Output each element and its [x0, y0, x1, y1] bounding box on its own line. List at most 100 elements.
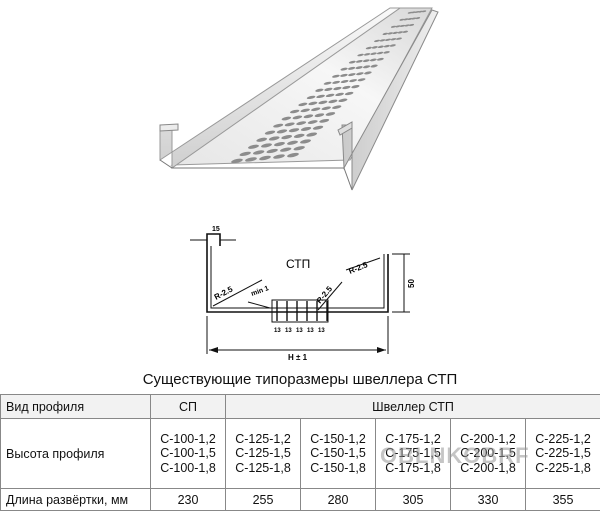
perforation-slot — [357, 78, 366, 82]
perforation-slot — [247, 144, 259, 149]
perforation-slot — [289, 109, 300, 114]
perforation-slot — [284, 122, 295, 127]
slot-dim: 13 — [296, 328, 303, 334]
header-type: Вид профиля — [0, 394, 151, 419]
slot-dim: 13 — [285, 328, 292, 334]
perforation-slot — [312, 125, 324, 130]
slot-dim: 13 — [307, 328, 314, 334]
perforation-slot — [376, 51, 384, 55]
perforation-slot — [245, 157, 257, 162]
perforation-slot — [239, 151, 251, 157]
perforation-slot — [292, 115, 303, 120]
perforation-slot — [298, 102, 308, 107]
perforation-slot — [303, 114, 314, 119]
table-title: Существующие типоразмеры швеллера СТП — [142, 371, 458, 388]
perforation-slot — [333, 86, 342, 91]
perforation-slot — [328, 99, 338, 104]
perforation-slot — [370, 64, 378, 68]
perforation-slot — [268, 136, 280, 141]
perforation-slot — [266, 148, 278, 154]
cross-section-drawing: 15 СТП R-2.5 R-2.5 R-2.5 min 1 13 13 13 … — [190, 226, 416, 362]
perforation-slot — [403, 18, 409, 21]
table-cell: 355 — [524, 488, 600, 511]
perforation-slot — [300, 126, 312, 131]
perforation-slot — [364, 71, 372, 75]
header-stp: Швеллер СТП — [224, 394, 600, 419]
perforation-slot — [256, 137, 268, 142]
perforation-slot — [288, 128, 300, 133]
perforation-slot — [383, 44, 390, 48]
perforation-slot — [276, 129, 288, 134]
perforation-slot — [281, 135, 293, 140]
perforation-slot — [362, 65, 371, 69]
perforation-slot — [404, 24, 410, 27]
perforation-slot — [348, 60, 356, 64]
perforation-slot — [318, 100, 328, 105]
perforation-slot — [371, 46, 378, 49]
perforation-slot — [390, 25, 397, 28]
height-dimension: 50 — [407, 279, 416, 288]
perforation-slot — [415, 17, 421, 20]
perforation-slot — [411, 17, 417, 20]
perforation-slot — [408, 23, 415, 27]
slot-dim: 13 — [318, 328, 325, 334]
perforation-slot — [300, 139, 312, 144]
perforation-slot — [332, 80, 341, 84]
perforation-slot — [421, 10, 427, 13]
radius-right: R-2.5 — [347, 260, 369, 276]
slot-dimensions: 13 13 13 13 13 — [274, 328, 325, 334]
perforation-slot — [274, 141, 285, 147]
table-cell: 330 — [450, 488, 526, 511]
perforation-slot — [332, 105, 342, 109]
perforation-slot — [397, 31, 404, 34]
perforation-slot — [261, 143, 272, 148]
perforation-slot — [325, 93, 335, 98]
perforation-slot — [324, 87, 333, 92]
perforation-slot — [363, 53, 371, 56]
radius-left: R-2.5 — [213, 284, 235, 301]
perforation-slot — [414, 11, 420, 13]
perforation-slot — [306, 132, 318, 137]
perforation-slot — [280, 147, 292, 152]
perforation-slot — [355, 59, 363, 63]
table-row: Длина развёртки, мм 230 255 280 305 330 … — [0, 488, 600, 511]
perforation-slot — [306, 95, 316, 100]
perforation-slot — [395, 25, 401, 28]
perforation-slot — [338, 98, 348, 103]
perforation-slot — [377, 45, 384, 49]
perforation-slot — [273, 123, 284, 128]
min-dimension: min 1 — [250, 285, 270, 298]
perforation-slot — [340, 73, 348, 77]
table-cell: 305 — [375, 488, 451, 511]
perforation-slot — [370, 52, 377, 55]
perforation-slot — [323, 81, 332, 85]
perforation-slot — [264, 130, 276, 135]
perforation-slot — [296, 121, 307, 126]
perforation-slot — [392, 31, 399, 35]
perforation-slot — [407, 11, 413, 14]
perforation-slot — [389, 44, 396, 47]
perforation-slot — [325, 112, 336, 116]
table-header-row: Вид профиля СП Швеллер СТП — [0, 394, 600, 419]
perforation-slot — [316, 94, 325, 99]
perforation-slot — [344, 91, 354, 96]
sizes-table: Вид профиля СП Швеллер СТП Высота профил… — [0, 394, 600, 511]
table-cell: 255 — [225, 488, 301, 511]
perforation-slot — [399, 18, 405, 21]
perforation-slot — [347, 66, 356, 70]
perforation-slot — [362, 59, 370, 63]
perforation-slot — [374, 39, 380, 43]
perforation-slot — [376, 57, 384, 61]
perforation-slot — [379, 39, 386, 42]
perforation-slot — [349, 79, 358, 83]
perforation-slot — [411, 11, 416, 14]
table-cell: 280 — [300, 488, 376, 511]
perforation-slot — [390, 38, 397, 41]
flange-dimension: 15 — [212, 226, 220, 233]
